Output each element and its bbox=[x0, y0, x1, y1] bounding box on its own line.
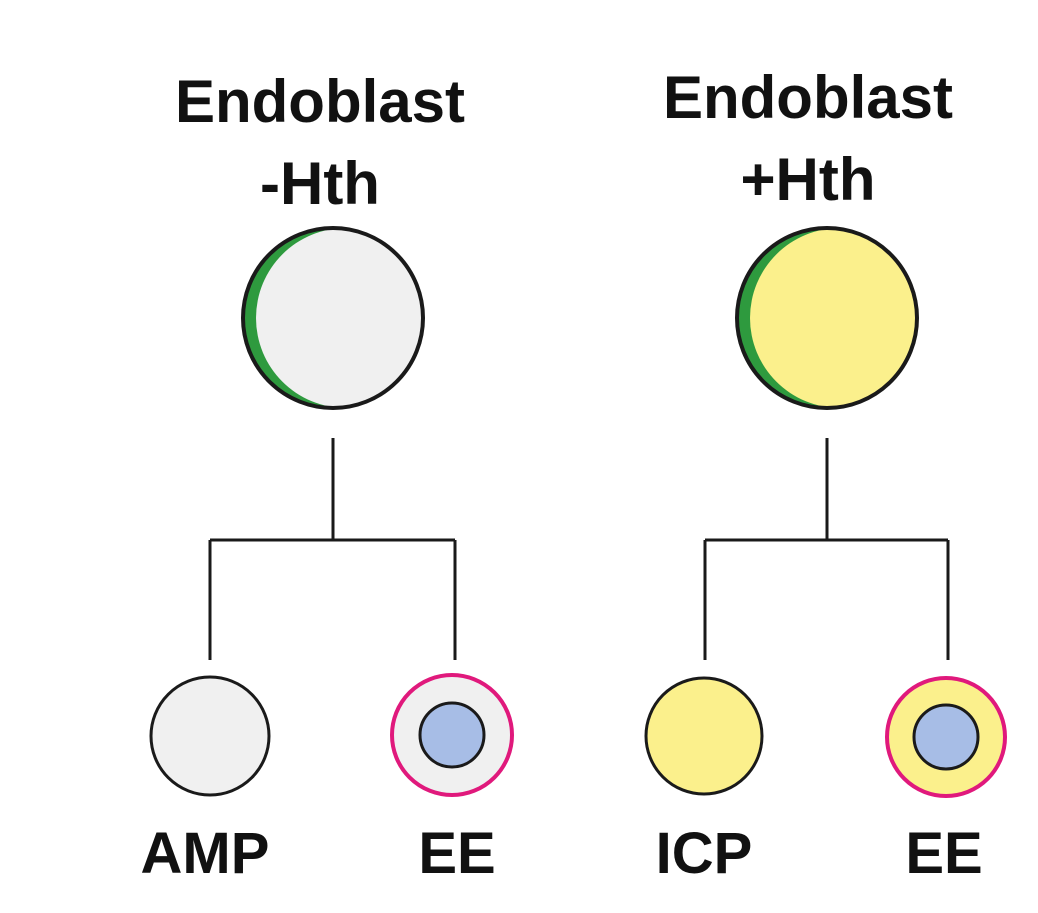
parent-cytoplasm-plus-hth bbox=[750, 228, 917, 408]
heading-minus-hth-line1: Endoblast bbox=[175, 68, 465, 135]
daughter-cell-ee-plus-hth bbox=[885, 676, 1007, 798]
ee-nucleus-plus-hth bbox=[912, 703, 980, 771]
daughter-cell-amp bbox=[149, 675, 271, 797]
label-ee-plus-hth: EE bbox=[905, 821, 982, 886]
endoblast-parent-cell-minus-hth bbox=[241, 226, 425, 410]
heading-plus-hth-line1: Endoblast bbox=[663, 64, 953, 131]
daughter-cell-ee-minus-hth bbox=[390, 673, 514, 797]
lineage-tree-lines-minus-hth bbox=[208, 438, 457, 660]
lineage-minus-hth: Endoblast -Hth AMP EE bbox=[141, 68, 514, 886]
parent-outline-minus-hth bbox=[241, 226, 425, 410]
endoblast-parent-cell-plus-hth bbox=[735, 226, 919, 410]
ee-nucleus-minus-hth bbox=[418, 701, 486, 769]
parent-cytoplasm-minus-hth bbox=[256, 228, 423, 408]
amp-cell bbox=[149, 675, 271, 797]
parent-outline-plus-hth bbox=[735, 226, 919, 410]
label-amp: AMP bbox=[141, 821, 270, 886]
lineage-tree-lines-plus-hth bbox=[703, 438, 950, 660]
label-ee-minus-hth: EE bbox=[418, 821, 495, 886]
label-icp: ICP bbox=[656, 821, 753, 886]
heading-plus-hth-line2: +Hth bbox=[741, 146, 876, 213]
daughter-cell-icp bbox=[644, 676, 764, 796]
heading-minus-hth-line2: -Hth bbox=[260, 150, 380, 217]
lineage-plus-hth: Endoblast +Hth ICP EE bbox=[644, 64, 1007, 886]
icp-cell bbox=[644, 676, 764, 796]
